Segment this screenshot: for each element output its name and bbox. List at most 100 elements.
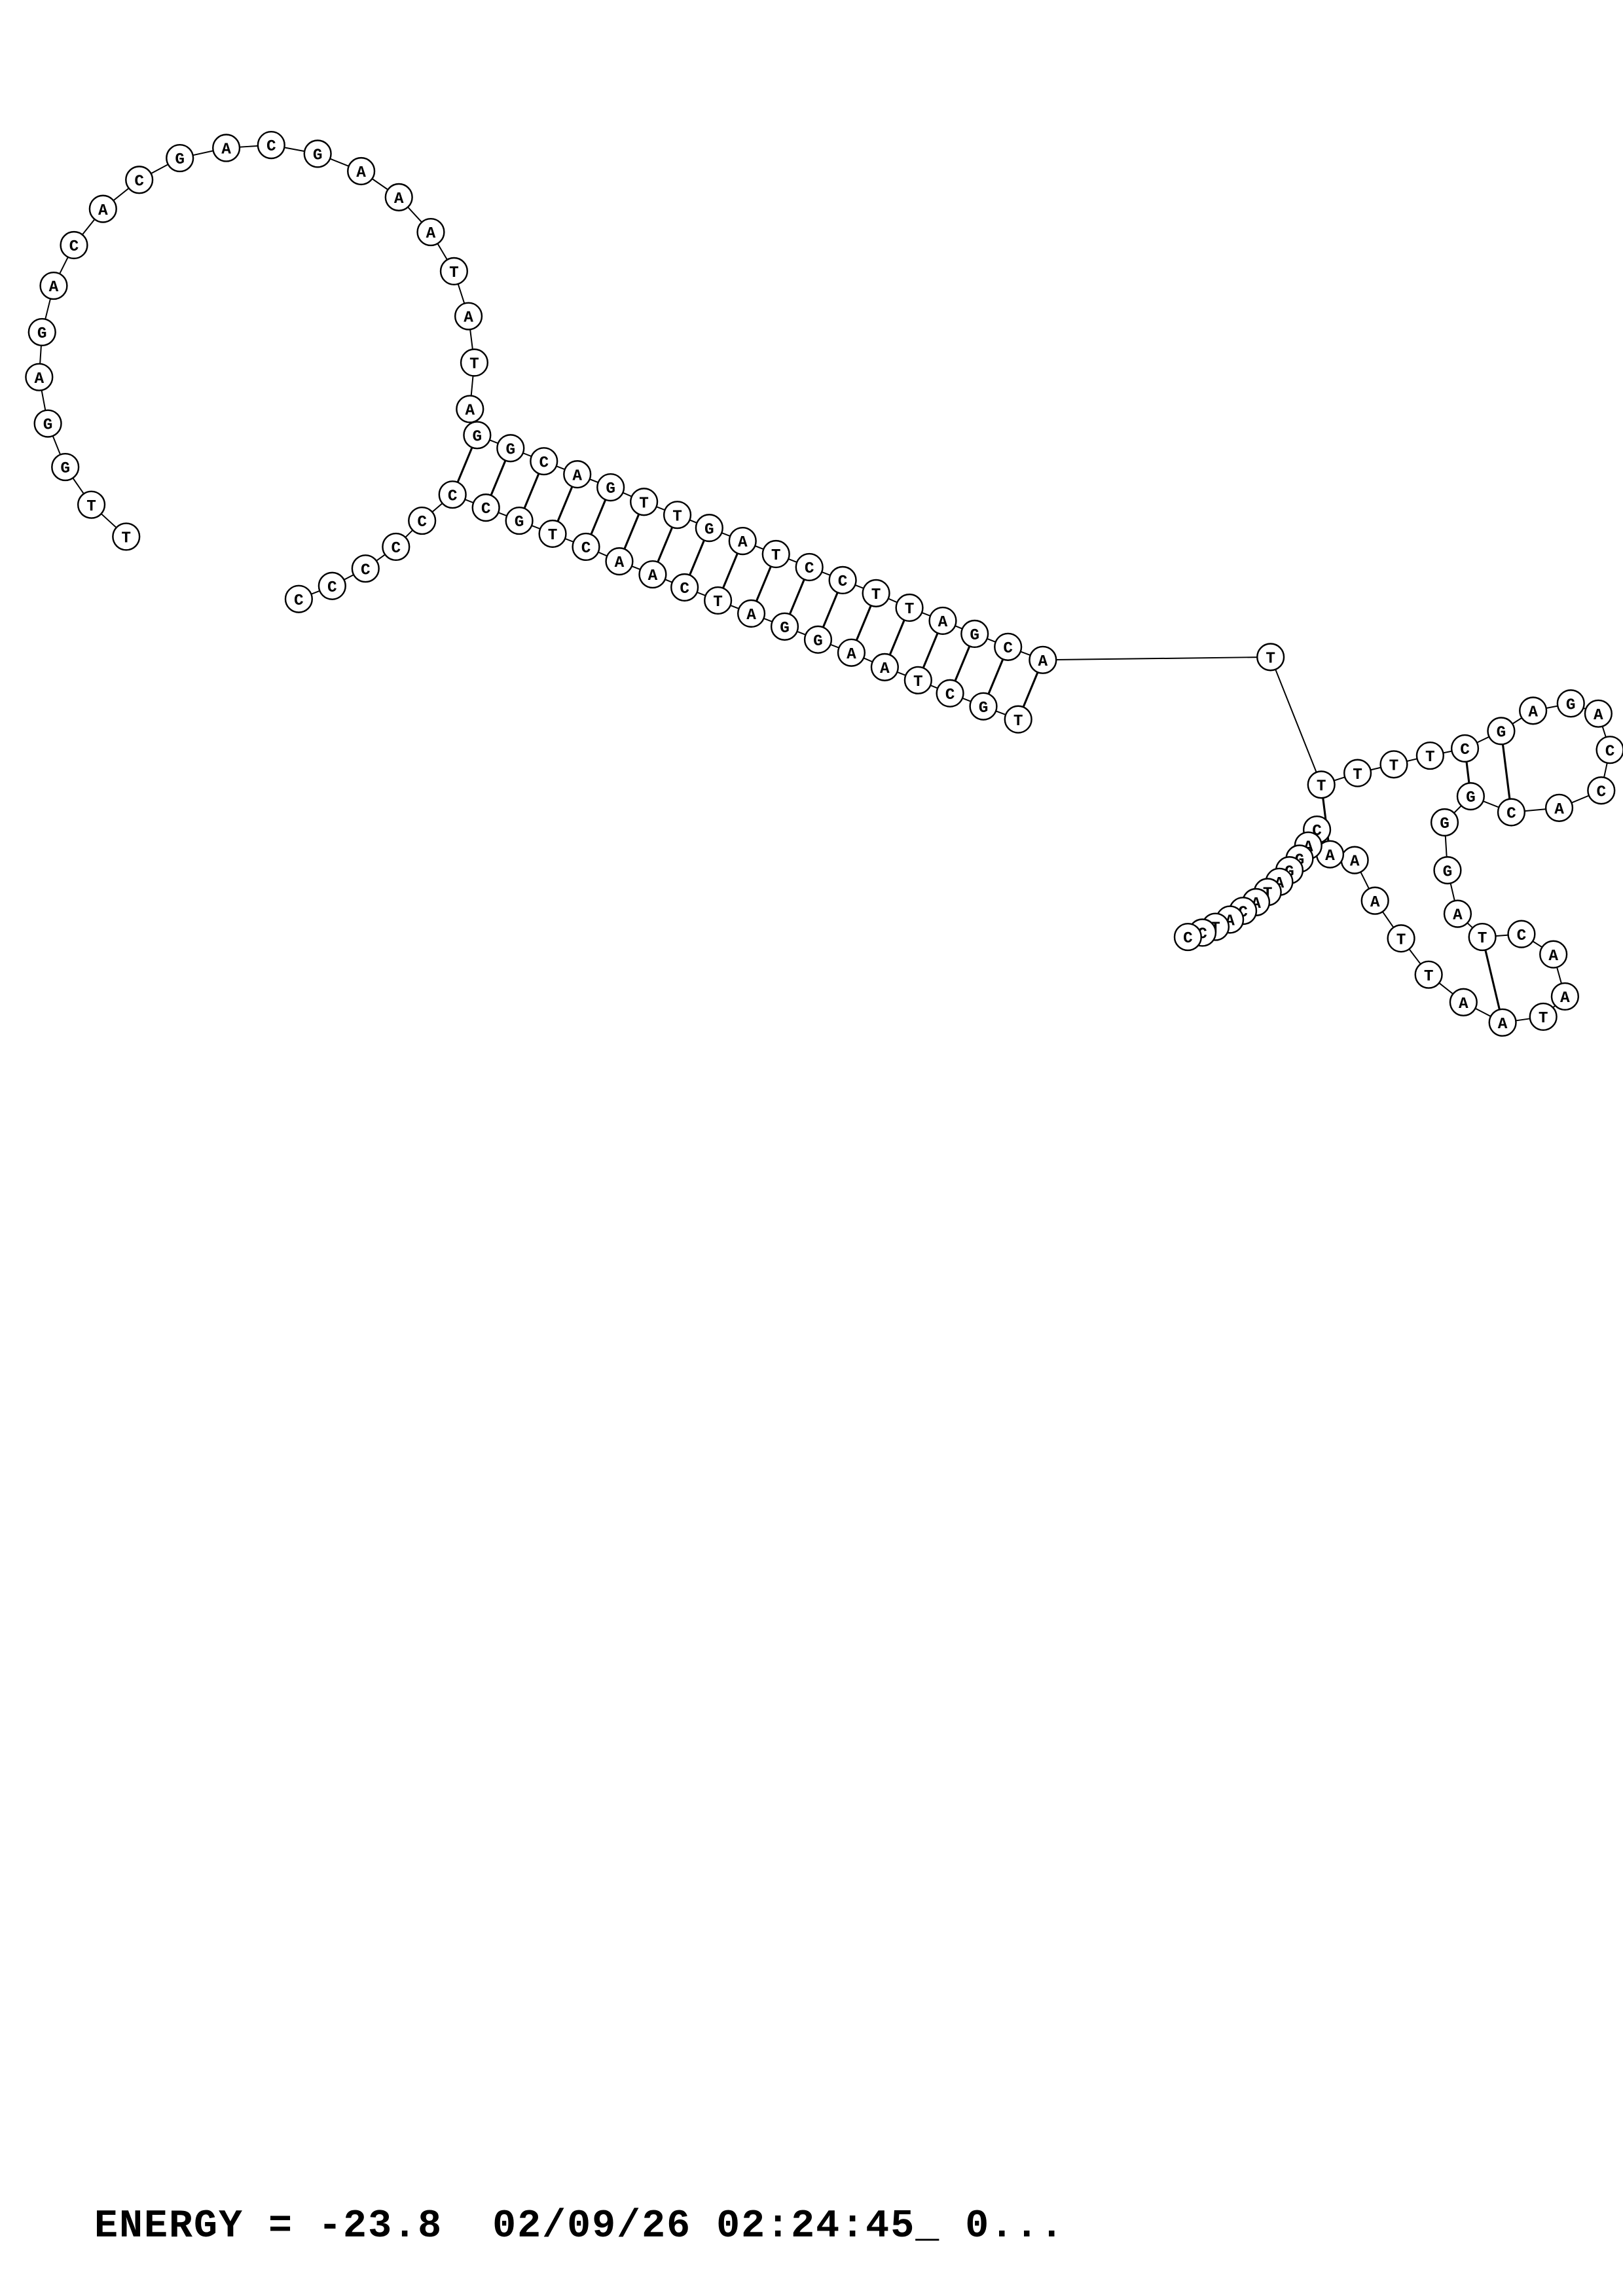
nucleotide-letter: A bbox=[648, 567, 658, 585]
nucleotide-letter: T bbox=[672, 508, 682, 526]
nucleotide-letter: G bbox=[505, 441, 515, 459]
nucleotide-letter: C bbox=[417, 514, 427, 531]
nucleotide-letter: C bbox=[1596, 783, 1606, 801]
nucleotide-letter: G bbox=[813, 633, 823, 651]
nucleotide-circle bbox=[211, 134, 241, 162]
nucleotide-letter: T bbox=[1425, 749, 1435, 766]
nucleotide-circle bbox=[347, 156, 376, 186]
nucleotide-letter: G bbox=[1443, 863, 1453, 881]
energy-caption: ENERGY = -23.8 02/09/26 02:24:45_ 0... bbox=[94, 2204, 1065, 2249]
nucleotide-circle bbox=[1519, 696, 1548, 725]
nucleotide-letter: T bbox=[449, 264, 459, 282]
nucleotide-letter: A bbox=[746, 607, 756, 624]
nucleotide-letter: C bbox=[448, 488, 458, 505]
nucleotide-circle bbox=[903, 666, 932, 694]
nucleotide-letter: C bbox=[680, 581, 689, 598]
nucleotide-circle bbox=[1544, 793, 1574, 822]
nucleotide-circle bbox=[795, 552, 824, 582]
nucleotide-letter: C bbox=[294, 592, 304, 610]
nucleotide-letter: T bbox=[548, 527, 558, 545]
nucleotide-circle bbox=[1587, 776, 1616, 805]
nucleotide-circle bbox=[1550, 982, 1579, 1011]
nucleotide-letter: A bbox=[738, 534, 748, 552]
nucleotide-circle bbox=[538, 519, 567, 548]
nucleotide-circle bbox=[1256, 643, 1285, 672]
nucleotide-circle bbox=[1360, 886, 1389, 915]
nucleotide-letter: A bbox=[98, 202, 108, 220]
nucleotide-letter: C bbox=[266, 138, 276, 156]
nucleotide-letter: A bbox=[1594, 707, 1603, 725]
nucleotide-letter: G bbox=[606, 480, 615, 498]
nucleotide-letter: G bbox=[1566, 696, 1576, 714]
nucleotide-letter: T bbox=[1013, 713, 1023, 730]
nucleotide-letter: G bbox=[1440, 816, 1450, 833]
nucleotide-circle bbox=[704, 586, 733, 615]
nucleotide-circle bbox=[416, 217, 445, 247]
nucleotide-letter: A bbox=[847, 646, 856, 664]
nucleotide-circle bbox=[1487, 717, 1516, 745]
nucleotide-circle bbox=[638, 560, 667, 589]
nucleotide-letter: A bbox=[1453, 907, 1463, 925]
nucleotide-circle bbox=[761, 539, 790, 569]
nucleotide-circle bbox=[1379, 750, 1408, 779]
nucleotide-letter: T bbox=[86, 498, 96, 516]
nucleotide-letter: A bbox=[1370, 894, 1380, 912]
nucleotide-circle bbox=[463, 421, 492, 450]
nucleotide-circle bbox=[728, 526, 757, 556]
nucleotide-letter: G bbox=[780, 620, 790, 637]
nucleotide-letter: A bbox=[465, 403, 475, 420]
nucleotide-circle bbox=[1430, 808, 1459, 837]
nucleotide-circle bbox=[33, 409, 62, 438]
nucleotide-letter: A bbox=[426, 225, 436, 243]
nucleotide-circle bbox=[88, 194, 117, 223]
nucleotide-letter: T bbox=[1539, 1010, 1548, 1028]
nucleotide-circle bbox=[60, 230, 88, 260]
nucleotide-circle bbox=[1488, 1008, 1517, 1037]
nucleotide-letter: A bbox=[615, 554, 625, 572]
nucleotide-circle bbox=[695, 514, 723, 543]
nucleotide-circle bbox=[454, 302, 483, 331]
nucleotide-circle bbox=[505, 506, 534, 535]
nucleotide-circle bbox=[870, 653, 899, 681]
nucleotide-letter: T bbox=[905, 601, 915, 619]
nucleotide-circle bbox=[837, 638, 866, 667]
nucleotide-letter: T bbox=[1353, 766, 1362, 784]
nucleotide-circle bbox=[471, 493, 500, 522]
nucleotide-circle bbox=[928, 606, 957, 636]
nucleotide-letter: G bbox=[175, 151, 185, 169]
nucleotide-circle bbox=[1529, 1002, 1558, 1031]
backbone-bond bbox=[1269, 656, 1322, 785]
nucleotide-letter: A bbox=[880, 660, 890, 678]
nucleotide-circle bbox=[382, 532, 410, 562]
nucleotide-letter: C bbox=[1460, 742, 1470, 759]
nucleotide-circle bbox=[1497, 798, 1526, 827]
nucleotide-letter: T bbox=[771, 547, 781, 565]
nucleotide-circle bbox=[994, 632, 1023, 661]
nucleotide-circle bbox=[563, 460, 592, 489]
nucleotide-circle bbox=[1307, 770, 1336, 799]
nucleotide-letter: A bbox=[1560, 990, 1570, 1007]
nucleotide-letter: A bbox=[1459, 996, 1468, 1013]
nucleotide-circle bbox=[284, 584, 313, 613]
nucleotide-letter: G bbox=[37, 325, 47, 343]
nucleotide-circle bbox=[351, 554, 380, 583]
nucleotide-circle bbox=[166, 143, 194, 173]
nucleotide-circle bbox=[572, 532, 600, 562]
nucleotide-circle bbox=[1443, 899, 1472, 928]
nucleotide-letter: T bbox=[713, 594, 723, 611]
nucleotide-letter: G bbox=[60, 460, 70, 478]
nucleotide-letter: A bbox=[1548, 948, 1558, 965]
nucleotide-circle bbox=[1415, 741, 1444, 770]
nucleotide-letter: C bbox=[581, 540, 591, 558]
nucleotide-circle bbox=[828, 565, 857, 595]
nucleotide-letter: A bbox=[1498, 1016, 1508, 1033]
nucleotide-circle bbox=[895, 593, 924, 622]
nucleotide-letter: A bbox=[464, 310, 473, 327]
nucleotide-letter: A bbox=[1554, 801, 1564, 819]
base-pair-bond bbox=[1481, 937, 1504, 1023]
nucleotide-circle bbox=[803, 625, 833, 654]
nucleotide-letter: C bbox=[361, 562, 371, 579]
nucleotide-circle bbox=[605, 547, 634, 576]
nucleotide-circle bbox=[1414, 960, 1443, 989]
